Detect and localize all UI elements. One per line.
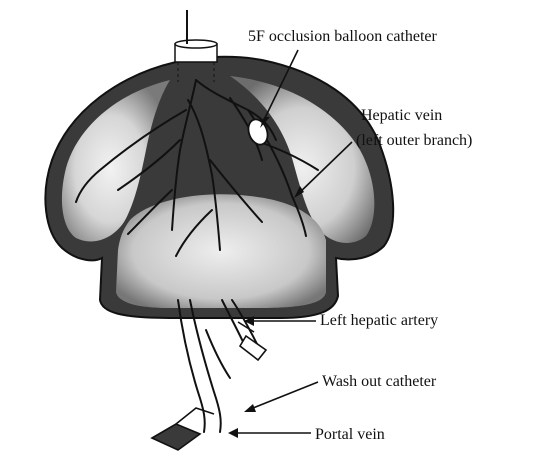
label-hepatic-vein: Hepatic vein [361,106,442,126]
label-occlusion-balloon-catheter: 5F occlusion balloon catheter [248,27,437,47]
label-hepatic-vein-branch: (left outer branch) [356,131,472,151]
label-portal-vein: Portal vein [315,425,385,445]
artery-clip [238,322,266,360]
label-wash-out-catheter: Wash out catheter [322,372,436,392]
leader-wash-out [248,382,318,410]
label-left-hepatic-artery: Left hepatic artery [320,311,438,331]
central-lobe [116,194,326,308]
